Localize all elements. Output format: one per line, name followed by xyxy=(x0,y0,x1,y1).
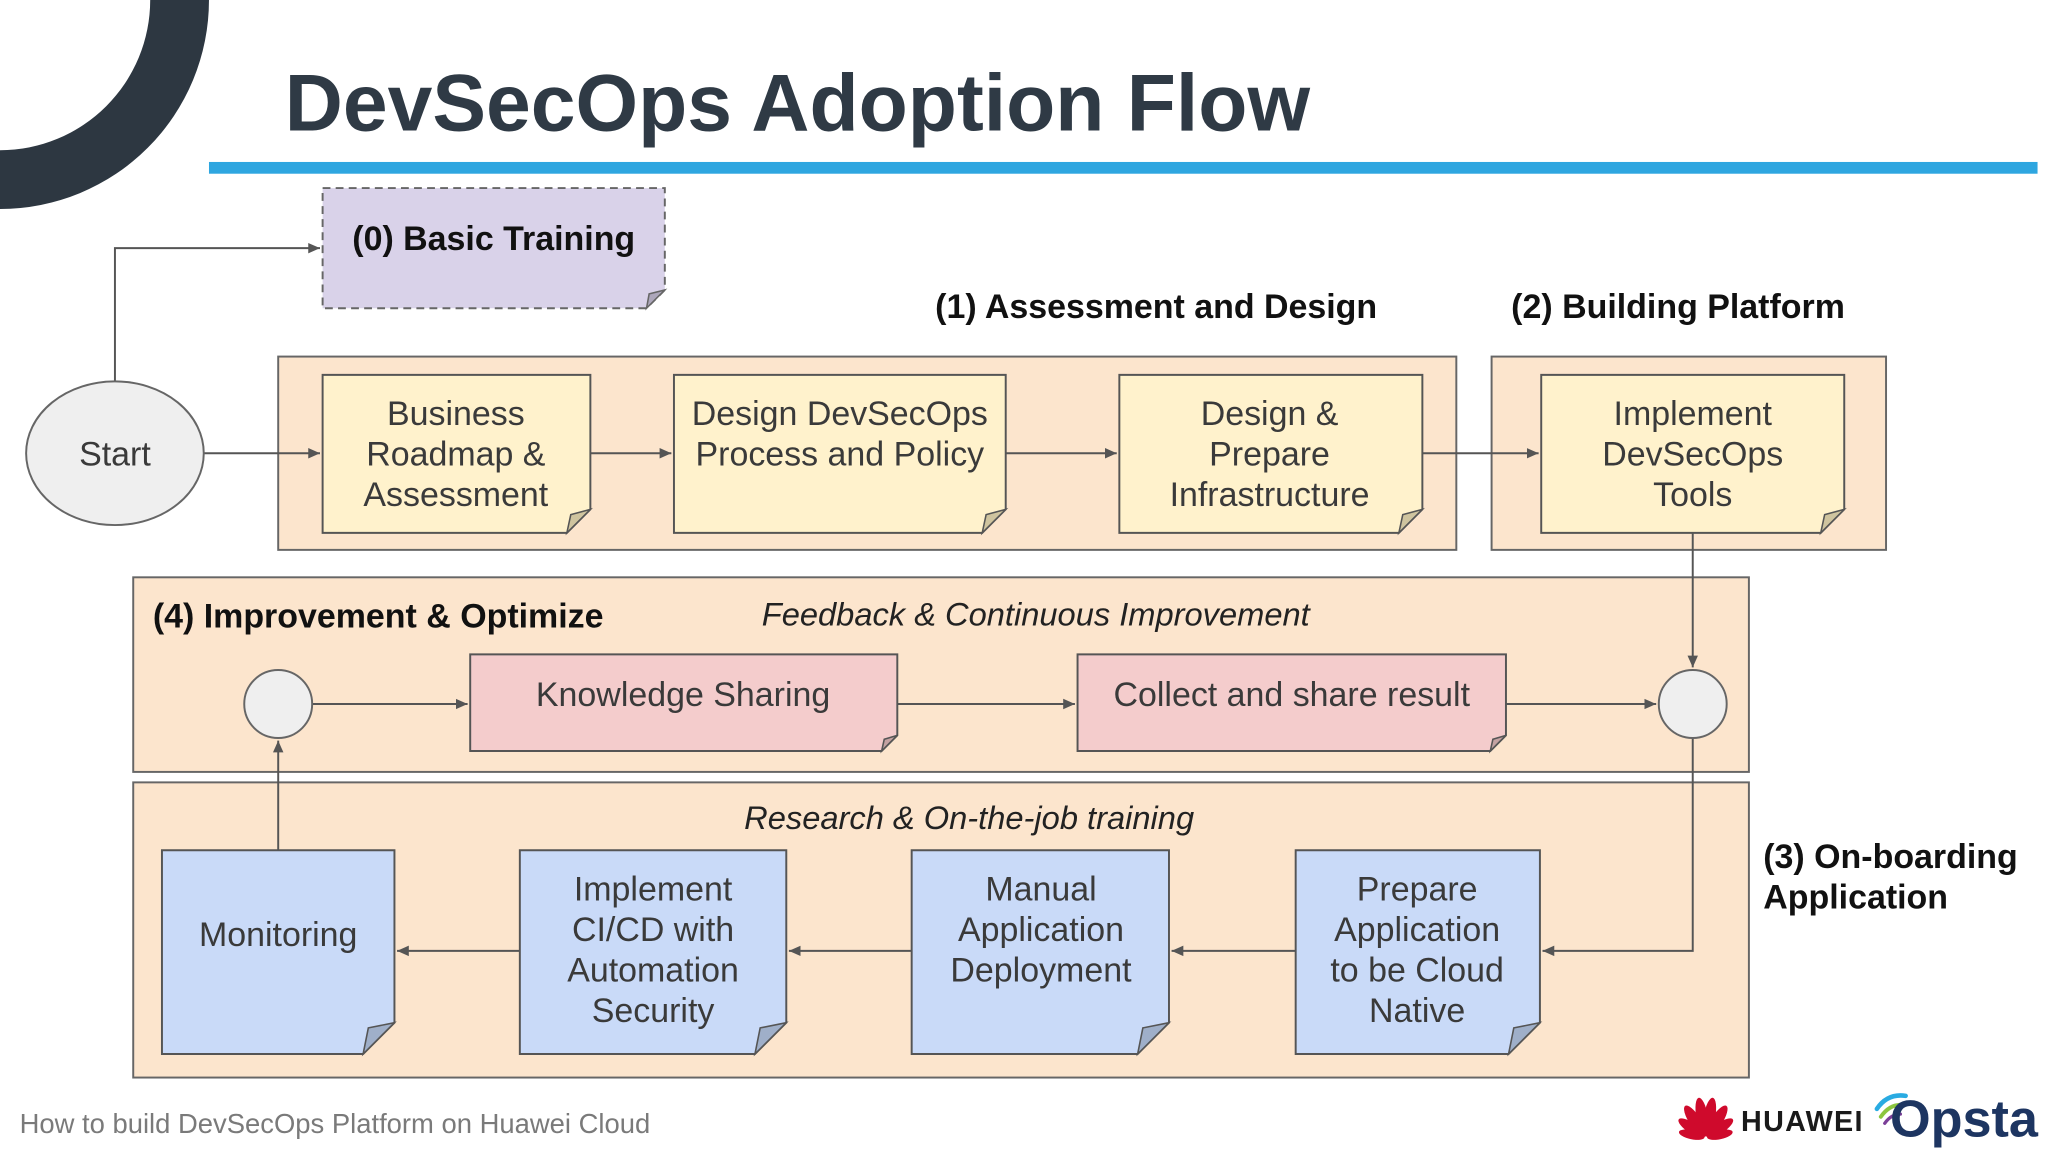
opsta-wordmark: Opsta xyxy=(1890,1090,2039,1148)
step-text-line: Deployment xyxy=(950,951,1132,989)
improvement-entry-node xyxy=(243,669,314,739)
slide-title: DevSecOps Adoption Flow xyxy=(285,59,1311,149)
step-text-line: Knowledge Sharing xyxy=(536,676,830,714)
corner-arc-decoration xyxy=(0,0,209,209)
step-text-line: Prepare xyxy=(1357,870,1478,908)
improvement-label: (4) Improvement & Optimize xyxy=(153,597,604,635)
folded-corner xyxy=(1507,1021,1543,1057)
step-text-line: Manual xyxy=(985,870,1096,908)
step-text-line: Assessment xyxy=(363,476,548,514)
step-design-process-policy: Design DevSecOps Process and Policy xyxy=(672,373,1009,536)
step-text-line: Infrastructure xyxy=(1170,476,1370,514)
step-text-line: Tools xyxy=(1653,476,1732,514)
step-text-line: Process and Policy xyxy=(696,436,985,474)
folded-corner xyxy=(565,507,593,536)
folded-corner xyxy=(980,507,1009,536)
connector-right-node-to-prepare xyxy=(1542,737,1694,957)
footer-caption: How to build DevSecOps Platform on Huawe… xyxy=(20,1108,651,1139)
huawei-wordmark: HUAWEI xyxy=(1741,1106,1864,1138)
onboarding-label-line: (3) On-boarding xyxy=(1763,838,2018,876)
title-underline xyxy=(208,161,2038,174)
basic-training-box: (0) Basic Training xyxy=(321,187,668,311)
folded-corner xyxy=(1819,507,1847,536)
step-text-line: Implement xyxy=(574,870,733,908)
folded-corner xyxy=(753,1021,789,1057)
building-platform-label: (2) Building Platform xyxy=(1511,288,1845,326)
step-text-line: Monitoring xyxy=(199,916,357,954)
folded-corner xyxy=(361,1021,397,1057)
improvement-caption: Feedback & Continuous Improvement xyxy=(762,595,1312,632)
basic-training-label: (0) Basic Training xyxy=(352,220,635,258)
folded-corner xyxy=(1136,1021,1172,1057)
step-cicd-automation-security: Implement CI/CD with Automation Security xyxy=(518,849,789,1057)
basic-training-note xyxy=(321,187,666,310)
step-monitoring: Monitoring xyxy=(160,849,397,1057)
step-text-line: Collect and share result xyxy=(1113,676,1470,714)
improvement-exit-node xyxy=(1657,669,1728,739)
step-prepare-infrastructure: Design & Prepare Infrastructure xyxy=(1118,373,1425,536)
onboarding-caption: Research & On-the-job training xyxy=(744,799,1194,836)
opsta-swoosh-icon xyxy=(1878,1102,1905,1119)
step-text-line: Implement xyxy=(1614,395,1773,433)
step-text-line: Business xyxy=(387,395,525,433)
step-text-line: Design DevSecOps xyxy=(692,395,988,433)
step-text-line: DevSecOps xyxy=(1602,436,1783,474)
step-business-roadmap: Business Roadmap & Assessment xyxy=(321,373,593,536)
step-text-line: Application xyxy=(1334,911,1500,949)
step-text-line: Design & xyxy=(1201,395,1339,433)
step-implement-tools: Implement DevSecOps Tools xyxy=(1540,373,1847,536)
step-text-line: Native xyxy=(1369,992,1465,1030)
start-label: Start xyxy=(79,436,151,474)
huawei-petal xyxy=(1678,1129,1705,1140)
onboarding-label: (3) On-boarding Application xyxy=(1763,838,2027,916)
step-collect-share-result: Collect and share result xyxy=(1076,653,1507,754)
opsta-swoosh-icon xyxy=(1874,1093,1908,1112)
folded-corner xyxy=(1397,507,1425,536)
folded-corner xyxy=(1488,734,1507,754)
step-manual-deployment: Manual Application Deployment xyxy=(910,849,1172,1057)
start-node xyxy=(25,380,205,527)
connector-start-to-training xyxy=(113,242,320,382)
assessment-design-label: (1) Assessment and Design xyxy=(935,288,1377,326)
opsta-logo: Opsta xyxy=(1874,1090,2039,1148)
step-text-line: Roadmap & xyxy=(366,436,546,474)
opsta-swoosh-icon xyxy=(1883,1112,1903,1125)
folded-corner xyxy=(645,288,668,311)
step-text-line: CI/CD with xyxy=(572,911,734,949)
onboarding-label-line: Application xyxy=(1763,878,1948,916)
step-prepare-cloud-native: Prepare Application to be Cloud Native xyxy=(1294,849,1543,1057)
step-text-line: Application xyxy=(958,911,1124,949)
step-text-line: Automation xyxy=(567,951,739,989)
step-text-line: Security xyxy=(592,992,715,1030)
huawei-logo xyxy=(1678,1097,1734,1140)
step-text-line: to be Cloud xyxy=(1330,951,1504,989)
folded-corner xyxy=(880,734,898,754)
huawei-petal xyxy=(1707,1129,1733,1140)
step-text-line: Prepare xyxy=(1209,436,1330,474)
step-knowledge-sharing: Knowledge Sharing xyxy=(469,653,899,754)
